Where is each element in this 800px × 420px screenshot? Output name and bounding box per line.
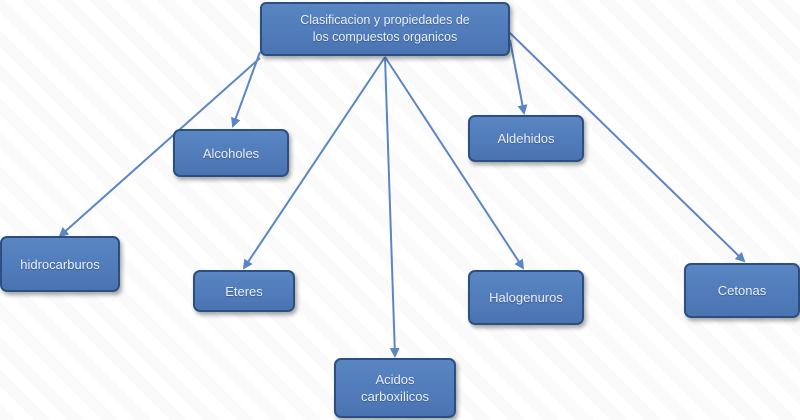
node-alcoholes: Alcoholes	[173, 129, 289, 177]
node-cetonas-label: Cetonas	[717, 283, 767, 298]
arrow-root-to-cetonas	[509, 32, 746, 263]
arrow-root-to-hidrocarburos	[58, 57, 261, 238]
node-alcoholes-label: Alcoholes	[202, 145, 260, 161]
root-node: Clasificacion y propiedades de los compu…	[260, 2, 510, 56]
node-eteres-label: Eteres	[225, 283, 263, 299]
root-node-label: Clasificacion y propiedades de los compu…	[300, 13, 470, 44]
node-hidrocarburos: hidrocarburos	[0, 236, 120, 292]
node-aldehidos-label: Aldehidos	[497, 131, 555, 146]
arrow-root-to-alcoholes	[231, 51, 261, 128]
node-acidos-carboxilicos: Acidos carboxilicos	[334, 358, 456, 418]
node-hidrocarburos-label: hidrocarburos	[20, 256, 100, 272]
arrow-root-to-eteres	[242, 56, 386, 270]
node-acidos-carboxilicos-label: Acidos carboxilicos	[361, 372, 429, 404]
node-halogenuros: Halogenuros	[468, 270, 584, 325]
arrow-root-to-acidos	[384, 56, 400, 358]
arrow-root-to-aldehidos	[509, 39, 528, 115]
node-halogenuros-label: Halogenuros	[489, 290, 563, 305]
node-eteres: Eteres	[193, 270, 295, 312]
node-cetonas: Cetonas	[684, 263, 800, 318]
node-aldehidos: Aldehidos	[468, 115, 584, 162]
arrow-root-to-halogenuros	[384, 56, 525, 270]
